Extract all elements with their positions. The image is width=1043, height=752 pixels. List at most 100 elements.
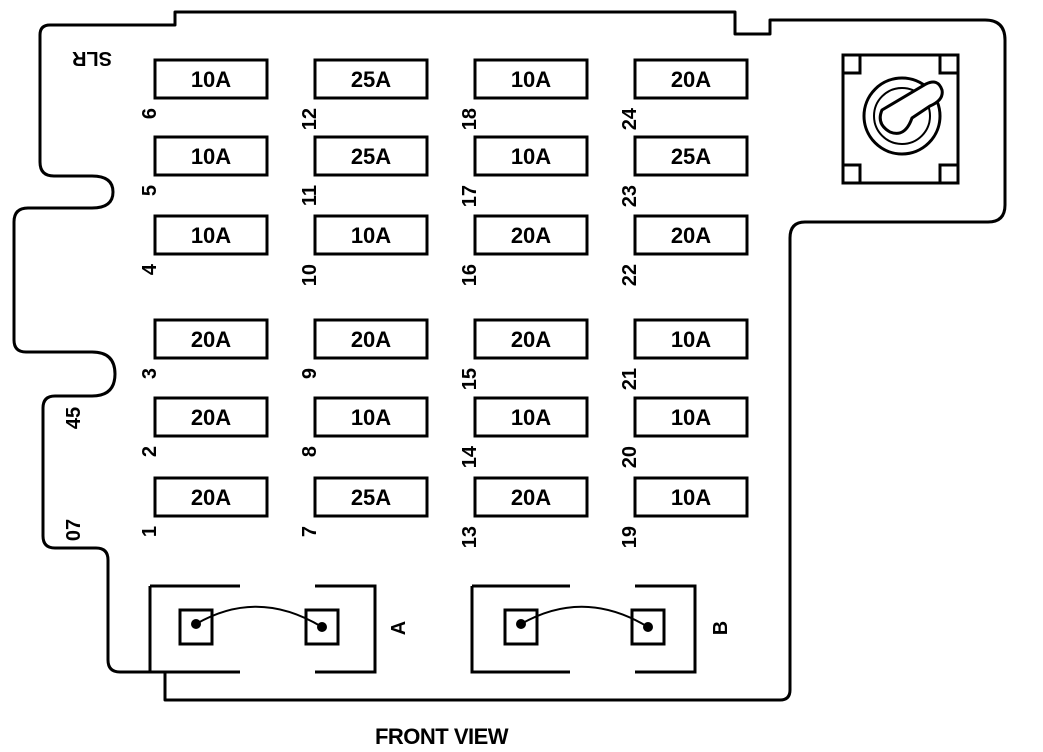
- fuse-number: 3: [139, 368, 161, 379]
- fuse-number: 19: [619, 526, 641, 548]
- fuse-number: 6: [139, 108, 161, 119]
- fuse-body: [633, 214, 749, 256]
- fuse-rating: 20A: [511, 223, 551, 248]
- fuse-number: 11: [299, 185, 321, 206]
- fuse-number: 14: [459, 445, 481, 468]
- fuse-rating: 10A: [671, 327, 711, 352]
- fuse-body: [153, 396, 269, 438]
- fuse-rating: 10A: [191, 223, 231, 248]
- fuse-slot: 20A 3: [139, 318, 269, 379]
- fuse-rating: 20A: [351, 327, 391, 352]
- relay-a-frame: [148, 584, 377, 674]
- fuse-rating: 20A: [511, 485, 551, 510]
- fuse-slot: 25A 11: [299, 135, 429, 206]
- fuse-slot: 10A 5: [139, 135, 269, 196]
- side-label-45: 45: [63, 407, 85, 429]
- fuse-body: [633, 318, 749, 360]
- fuse-slot: 10A 19: [619, 476, 749, 548]
- fuse-slot: 10A 18: [459, 58, 589, 130]
- fuse-rating: 10A: [511, 67, 551, 92]
- fuse-number: 15: [459, 368, 481, 390]
- relay-b-frame: [470, 584, 697, 674]
- socket-corners: [843, 55, 958, 183]
- fuse-number: 8: [299, 446, 321, 457]
- fuse-slot: 10A 21: [619, 318, 749, 390]
- fuse-rating: 25A: [351, 144, 391, 169]
- fuse-body: [313, 214, 429, 256]
- fuse-body: [313, 396, 429, 438]
- fuse-slot: 10A 4: [139, 214, 269, 275]
- socket-ring-inner: [873, 87, 931, 145]
- fuse-number: 21: [619, 368, 641, 390]
- fuse-body: [313, 476, 429, 518]
- relay-a: A: [148, 584, 410, 674]
- fuse-body: [313, 135, 429, 177]
- fuse-number: 13: [459, 526, 481, 548]
- fuse-slot: 10A 17: [459, 135, 589, 207]
- fuse-rating: 10A: [511, 405, 551, 430]
- fuse-rating: 10A: [511, 144, 551, 169]
- fuse-body: [473, 214, 589, 256]
- fuse-slot: 10A 20: [619, 396, 749, 468]
- relay-a-link: [195, 605, 323, 628]
- fuse-number: 16: [459, 264, 481, 286]
- fuse-body: [313, 318, 429, 360]
- fuse-number: 7: [299, 526, 321, 537]
- corner-label: SLR: [71, 47, 112, 69]
- fuse-number: 12: [299, 108, 321, 130]
- fuse-body: [633, 396, 749, 438]
- fuse-body: [153, 476, 269, 518]
- fuse-rating: 20A: [511, 327, 551, 352]
- fuse-number: 9: [299, 368, 321, 379]
- fuse-number: 4: [139, 263, 161, 275]
- fuse-slot: 25A 12: [299, 58, 429, 130]
- fuse-rating: 20A: [191, 485, 231, 510]
- fuse-rating: 10A: [191, 144, 231, 169]
- fuse-body: [313, 58, 429, 100]
- relay-b-link: [520, 605, 649, 628]
- fuse-slot: 20A 9: [299, 318, 429, 379]
- fuse-slot: 25A 23: [619, 135, 749, 207]
- flasher-socket: [841, 53, 960, 185]
- fuse-number: 2: [139, 446, 161, 457]
- fuse-slot: 20A 22: [619, 214, 749, 286]
- fuse-slot: 25A 7: [299, 476, 429, 537]
- fuse-rating: 25A: [351, 67, 391, 92]
- fuse-rating: 20A: [191, 327, 231, 352]
- socket-key: [878, 80, 944, 135]
- fuse-body: [473, 476, 589, 518]
- relay-b-label: B: [710, 621, 732, 635]
- side-label-07: 07: [63, 519, 85, 541]
- fuse-slot: 20A 1: [139, 476, 269, 537]
- fuse-slot: 20A 2: [139, 396, 269, 457]
- fuse-body: [633, 476, 749, 518]
- caption-text: FRONT VIEW: [374, 724, 509, 749]
- fuse-slot: 10A 14: [459, 396, 589, 468]
- fuse-grid: 20A 1 20A 2 20A 3 10A 4 10A 5 10A 6: [139, 58, 749, 548]
- fuse-rating: 10A: [351, 405, 391, 430]
- fuse-number: 24: [619, 107, 641, 130]
- fuse-body: [473, 58, 589, 100]
- fuse-body: [153, 135, 269, 177]
- fuse-slot: 20A 24: [619, 58, 749, 130]
- fuse-body: [153, 318, 269, 360]
- fuse-number: 1: [139, 526, 161, 537]
- diagram-caption: FRONT VIEW: [0, 724, 1043, 750]
- fuse-rating: 20A: [671, 67, 711, 92]
- relay-b: B: [470, 584, 732, 674]
- fuse-number: 23: [619, 185, 641, 207]
- relay-a-label: A: [388, 621, 410, 635]
- fuse-body: [473, 396, 589, 438]
- fuse-body: [153, 58, 269, 100]
- fuse-body: [633, 58, 749, 100]
- fuse-number: 20: [619, 446, 641, 468]
- fuse-number: 17: [459, 185, 481, 207]
- fuse-rating: 10A: [671, 485, 711, 510]
- fuse-rating: 10A: [191, 67, 231, 92]
- fuse-number: 18: [459, 108, 481, 130]
- fuse-rating: 25A: [351, 485, 391, 510]
- fuse-number: 10: [299, 264, 321, 286]
- fuse-body: [473, 318, 589, 360]
- fuse-slot: 20A 15: [459, 318, 589, 390]
